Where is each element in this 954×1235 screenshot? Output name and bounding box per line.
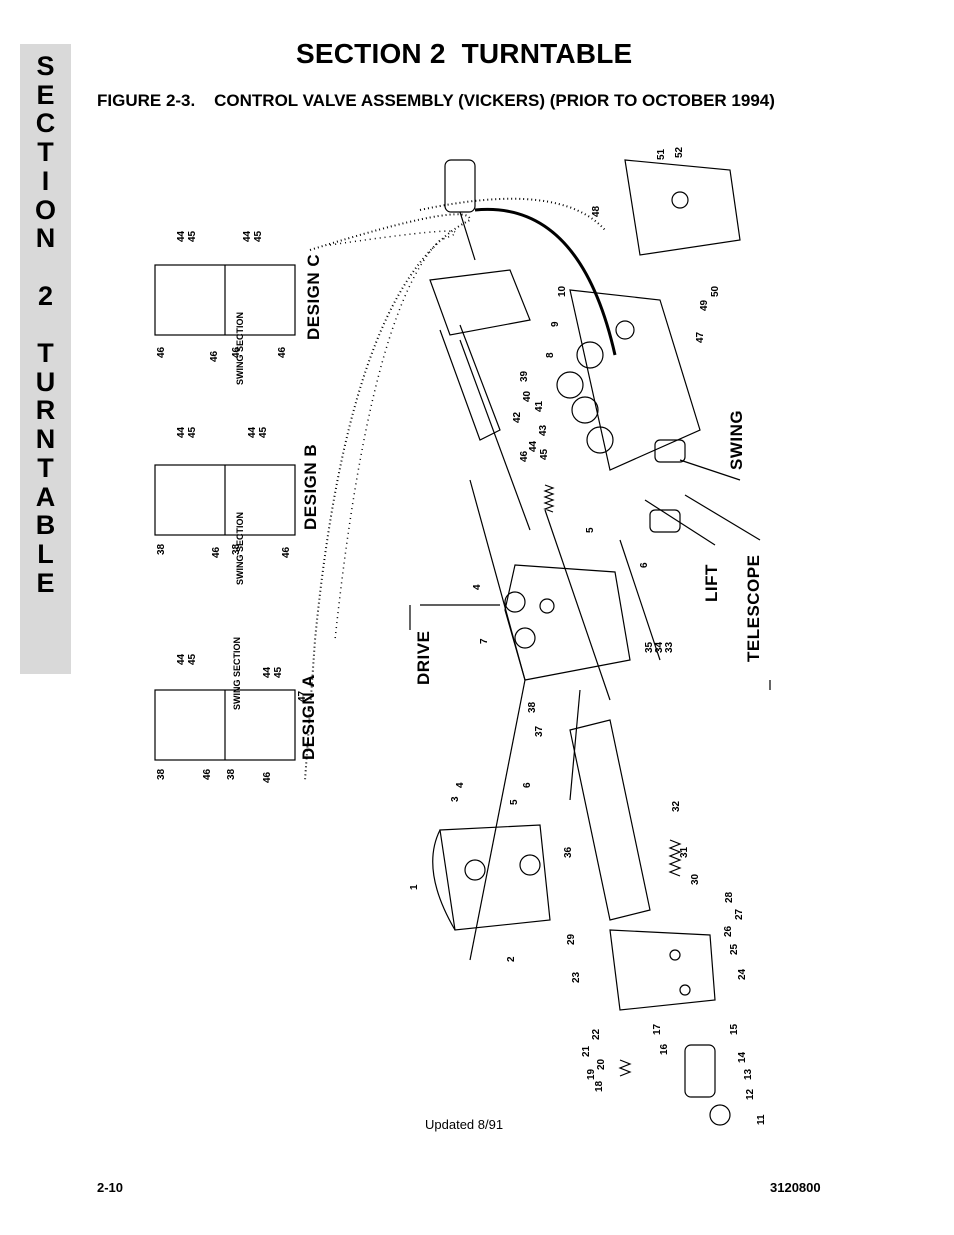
callout-46-c2: 46 xyxy=(209,350,220,362)
callout-44-a1: 44 xyxy=(176,653,187,665)
callout-46-a2: 46 xyxy=(262,771,273,783)
callout-44-c2: 44 xyxy=(242,230,253,242)
callout-52: 52 xyxy=(674,146,685,158)
callout-29: 29 xyxy=(566,933,577,945)
callout-44-b1: 44 xyxy=(176,426,187,438)
side-tab-text: S E C T I O N 2 T U R N T A B L E xyxy=(34,51,56,598)
callout-34: 34 xyxy=(654,641,665,653)
callout-42: 42 xyxy=(512,411,523,423)
callout-18: 18 xyxy=(594,1080,605,1092)
callout-46-c4: 46 xyxy=(277,346,288,358)
updated-note: Updated 8/91 xyxy=(425,1117,504,1132)
callout-46-c1: 46 xyxy=(156,346,167,358)
callout-39: 39 xyxy=(519,370,530,382)
callout-38-b2: 38 xyxy=(231,543,242,555)
page-number: 2-10 xyxy=(97,1180,124,1195)
callout-28: 28 xyxy=(724,891,735,903)
callout-46-c3: 46 xyxy=(231,346,242,358)
design-b-label: DESIGN B xyxy=(301,443,320,530)
callout-45-a2: 45 xyxy=(273,666,284,678)
design-a-label: DESIGN A xyxy=(299,674,318,760)
callout-51: 51 xyxy=(656,148,667,160)
callout-27: 27 xyxy=(734,908,745,920)
callout-15: 15 xyxy=(729,1023,740,1035)
callout-21: 21 xyxy=(581,1045,592,1057)
callout-38-b1: 38 xyxy=(156,543,167,555)
callout-47: 47 xyxy=(695,331,706,343)
callout-25: 25 xyxy=(729,943,740,955)
callout-22: 22 xyxy=(591,1028,602,1040)
callout-46-a1: 46 xyxy=(202,768,213,780)
callout-31: 31 xyxy=(679,846,690,858)
callout-45-c2: 45 xyxy=(253,230,264,242)
section-title: SECTION 2 TURNTABLE xyxy=(296,38,633,69)
document-number: 3120800 xyxy=(770,1180,821,1195)
callout-6b: 6 xyxy=(639,562,650,568)
callout-30: 30 xyxy=(690,873,701,885)
callout-32: 32 xyxy=(671,800,682,812)
exploded-valve-diagram: DESIGN A DESIGN B DESIGN C SWING SECTION… xyxy=(140,140,840,1140)
callout-46-b2: 46 xyxy=(281,546,292,558)
callout-3: 3 xyxy=(450,796,461,802)
callout-35: 35 xyxy=(644,641,655,653)
callout-4: 4 xyxy=(455,782,466,788)
callout-48: 48 xyxy=(591,205,602,217)
callout-2: 2 xyxy=(506,956,517,962)
callout-4b: 4 xyxy=(472,584,483,590)
callout-8: 8 xyxy=(545,352,556,358)
callout-45-c1: 45 xyxy=(187,230,198,242)
callout-38: 38 xyxy=(527,701,538,713)
callout-46-b1: 46 xyxy=(211,546,222,558)
callout-13: 13 xyxy=(743,1068,754,1080)
design-c-label: DESIGN C xyxy=(304,253,323,340)
callout-20: 20 xyxy=(596,1058,607,1070)
callout-37: 37 xyxy=(534,725,545,737)
callout-5b: 5 xyxy=(585,527,596,533)
callout-46: 46 xyxy=(519,450,530,462)
figure-title: FIGURE 2-3. CONTROL VALVE ASSEMBLY (VICK… xyxy=(97,91,775,110)
callout-45: 45 xyxy=(539,448,550,460)
callout-6: 6 xyxy=(522,782,533,788)
callout-19: 19 xyxy=(586,1068,597,1080)
section-side-tab: S E C T I O N 2 T U R N T A B L E xyxy=(20,44,71,674)
callout-44: 44 xyxy=(528,440,539,452)
callout-38-a1: 38 xyxy=(156,768,167,780)
callout-41: 41 xyxy=(534,400,545,412)
callout-7: 7 xyxy=(479,638,490,644)
callout-50: 50 xyxy=(710,285,721,297)
callout-49: 49 xyxy=(699,299,710,311)
callout-45-b1: 45 xyxy=(187,426,198,438)
callout-38-a2: 38 xyxy=(226,768,237,780)
callout-16: 16 xyxy=(659,1043,670,1055)
callout-36: 36 xyxy=(563,846,574,858)
callout-10: 10 xyxy=(557,285,568,297)
callout-11: 11 xyxy=(756,1114,767,1125)
callout-43: 43 xyxy=(538,424,549,436)
callout-24: 24 xyxy=(737,968,748,980)
callout-40: 40 xyxy=(522,390,533,402)
callout-44-c1: 44 xyxy=(176,230,187,242)
diagram-drawing xyxy=(154,159,771,1126)
telescope-label: TELESCOPE xyxy=(744,554,763,662)
callout-44-a2: 44 xyxy=(262,666,273,678)
callout-5: 5 xyxy=(509,799,520,805)
callout-17: 17 xyxy=(652,1023,663,1035)
swing-label: SWING xyxy=(727,409,746,470)
lift-label: LIFT xyxy=(702,564,721,602)
callout-45-b2: 45 xyxy=(258,426,269,438)
callout-47-a: 47 xyxy=(297,690,308,702)
callout-44-b2: 44 xyxy=(247,426,258,438)
callout-12: 12 xyxy=(745,1088,756,1100)
callout-26: 26 xyxy=(723,925,734,937)
callout-1: 1 xyxy=(409,884,420,890)
callout-14: 14 xyxy=(737,1051,748,1063)
swing-section-label-a: SWING SECTION xyxy=(232,636,242,710)
drive-label: DRIVE xyxy=(414,630,433,685)
callout-33: 33 xyxy=(664,641,675,653)
callout-9: 9 xyxy=(550,321,561,327)
callout-45-a1: 45 xyxy=(187,653,198,665)
callout-23: 23 xyxy=(571,971,582,983)
